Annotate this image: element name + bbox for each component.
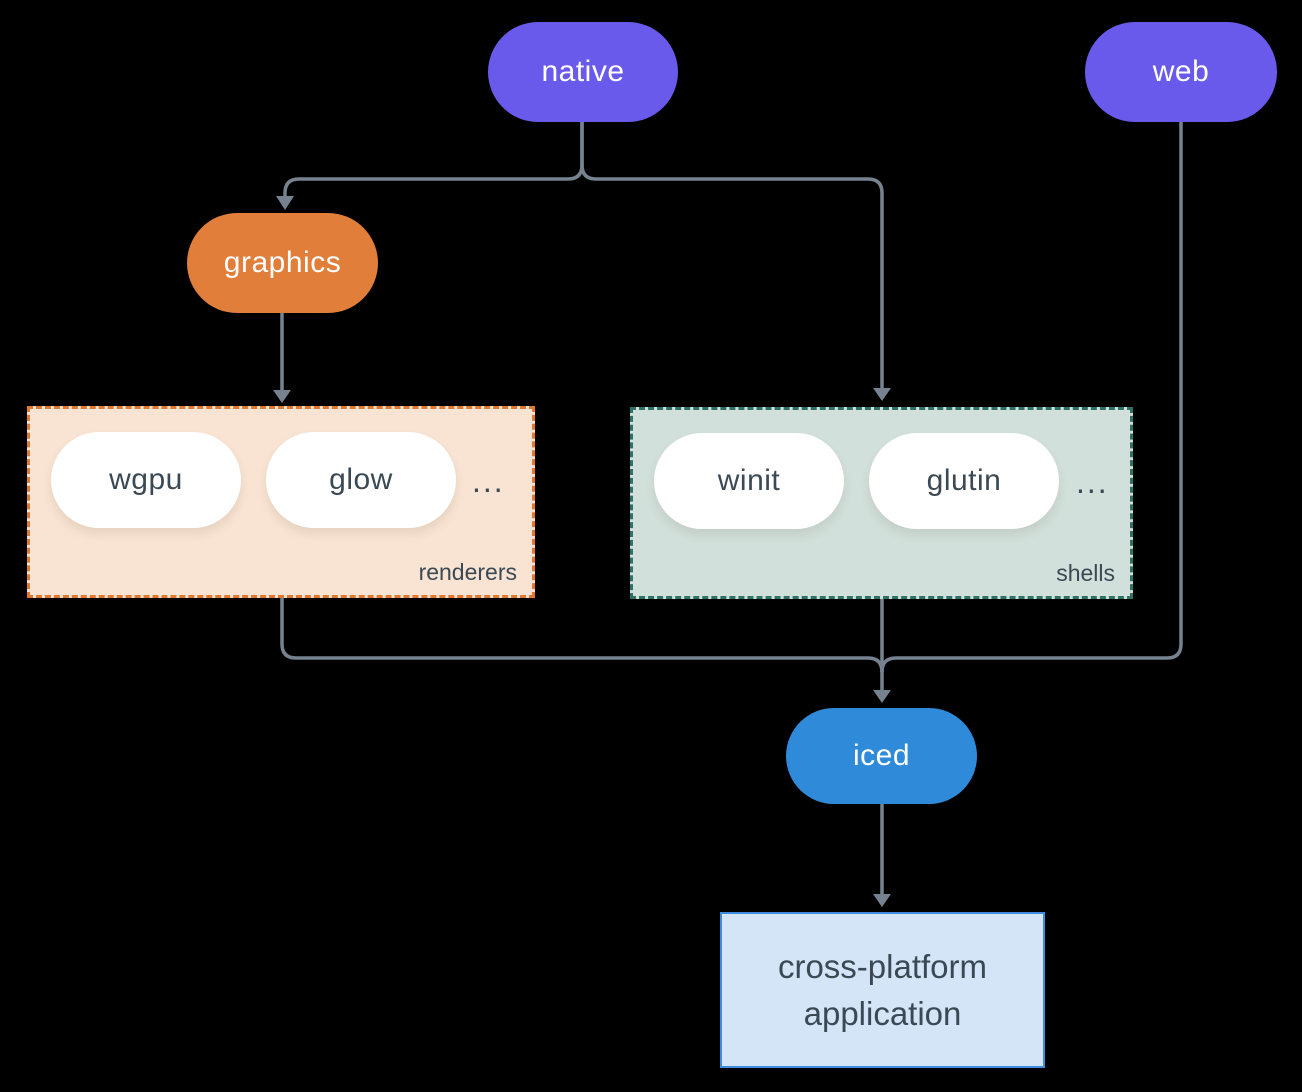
node-glutin-label: glutin [926, 464, 1002, 497]
node-native: native [488, 22, 678, 122]
edge-native-to-graphics [283, 122, 584, 197]
group-shells: winit glutin ... shells [630, 407, 1133, 599]
application-label-line1: cross-platform [777, 948, 988, 985]
renderers-ellipsis: ... [472, 463, 505, 499]
edge-renderers-to-iced [280, 598, 884, 673]
arrowhead-into-graphics [276, 196, 294, 210]
node-winit-label: winit [717, 464, 781, 497]
arrowhead-into-renderers [273, 390, 291, 403]
node-graphics: graphics [187, 213, 378, 313]
node-winit: winit [654, 433, 844, 529]
node-web: web [1085, 22, 1277, 122]
node-glutin: glutin [869, 433, 1059, 529]
node-wgpu-label: wgpu [109, 463, 183, 496]
node-glow: glow [266, 432, 456, 528]
node-iced-label: iced [852, 739, 911, 772]
renderers-group-label: renderers [418, 559, 517, 585]
application-label-line2: application [803, 995, 962, 1032]
arrowhead-into-shells [873, 388, 891, 401]
node-native-label: native [541, 55, 625, 88]
node-iced: iced [786, 708, 977, 804]
edge-native-to-shells [580, 122, 884, 389]
arrowhead-into-iced [873, 690, 891, 703]
node-graphics-label: graphics [223, 246, 342, 279]
node-wgpu: wgpu [51, 432, 241, 528]
node-glow-label: glow [329, 463, 393, 496]
shells-ellipsis: ... [1076, 464, 1109, 500]
node-web-label: web [1152, 55, 1210, 88]
group-renderers: wgpu glow ... renderers [27, 406, 535, 598]
arrowhead-into-application [873, 894, 891, 907]
shells-group-label: shells [1056, 560, 1115, 586]
node-cross-platform-application: cross-platform application [720, 912, 1045, 1068]
